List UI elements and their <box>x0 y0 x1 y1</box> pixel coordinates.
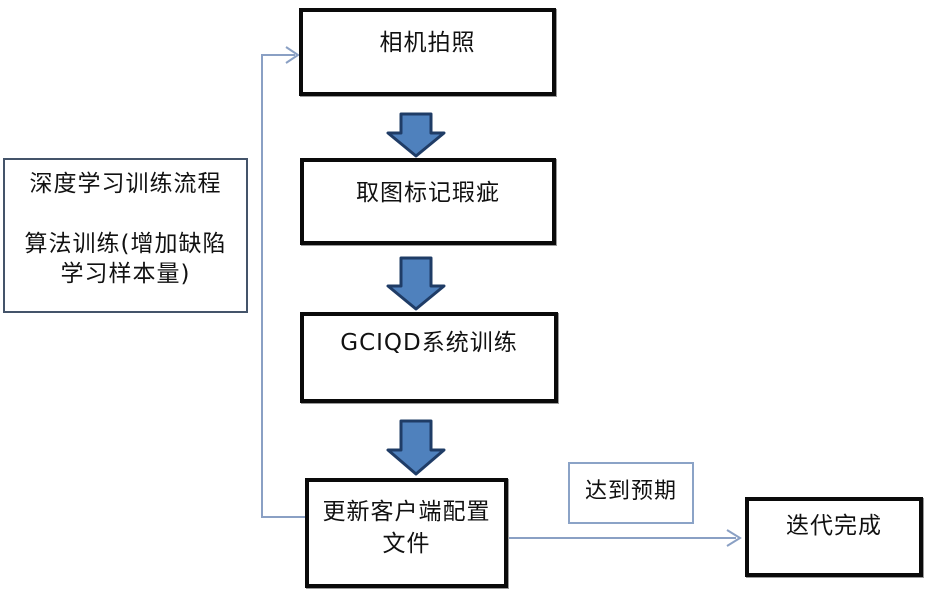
node-update-client-config-label: 更新客户端配置文件 <box>322 499 491 557</box>
done-arrowhead-icon <box>726 529 742 547</box>
node-mark-defects-label: 取图标记瑕疵 <box>356 180 500 206</box>
feedback-loop-connector <box>261 54 305 518</box>
note-line-2: 算法训练(增加缺陷 <box>24 231 227 257</box>
note-line-1: 深度学习训练流程 <box>29 171 222 197</box>
node-camera-capture-label: 相机拍照 <box>379 30 476 56</box>
feedback-loop-arrowhead-icon <box>285 46 300 64</box>
edge-label-expected: 达到预期 <box>568 462 694 524</box>
node-update-client-config: 更新客户端配置文件 <box>305 478 508 588</box>
node-mark-defects: 取图标记瑕疵 <box>300 158 556 245</box>
node-gciqd-training-label: GCIQD系统训练 <box>340 330 518 356</box>
node-iteration-complete: 迭代完成 <box>745 497 923 577</box>
down-block-arrow-2-icon <box>386 256 446 311</box>
node-camera-capture: 相机拍照 <box>299 8 556 96</box>
down-block-arrow-1-icon <box>386 112 446 158</box>
node-gciqd-training: GCIQD系统训练 <box>300 312 558 403</box>
down-block-arrow-3-icon <box>386 419 446 476</box>
edge-label-expected-text: 达到预期 <box>584 479 677 504</box>
note-line-3: 学习样本量) <box>60 261 191 287</box>
node-iteration-complete-label: 迭代完成 <box>786 513 882 539</box>
note-training-process: 深度学习训练流程 算法训练(增加缺陷 学习样本量) <box>3 158 248 313</box>
